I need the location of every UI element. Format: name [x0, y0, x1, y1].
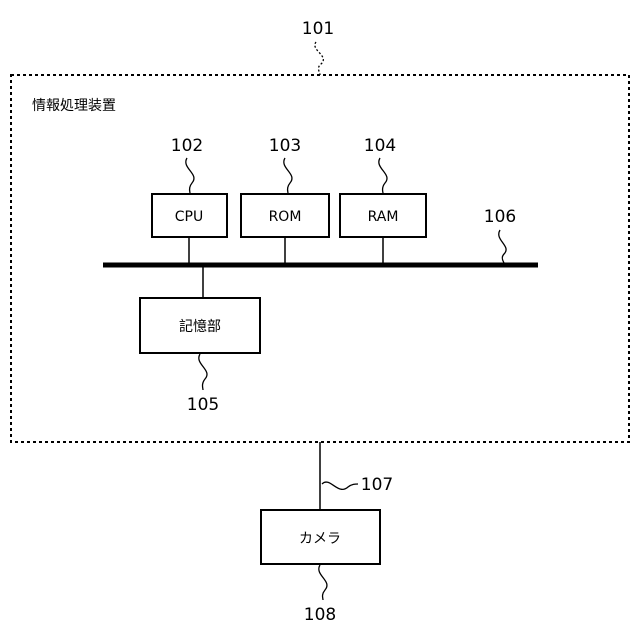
rom-ref-label: 103	[269, 136, 301, 156]
cpu-label: CPU	[175, 209, 203, 225]
ram-label: RAM	[368, 209, 399, 225]
cpu-ref-label: 102	[171, 136, 203, 156]
camera-leader-line	[319, 565, 327, 600]
cable-leader-line	[322, 482, 358, 489]
device-boundary	[11, 75, 629, 442]
cable-ref-label: 107	[361, 475, 393, 495]
bus-leader-line	[499, 230, 506, 263]
camera-ref-label: 108	[304, 605, 336, 625]
camera-label: カメラ	[299, 531, 341, 547]
device-ref-label: 101	[302, 19, 334, 39]
device-leader-line	[315, 42, 324, 75]
bus-ref-label: 106	[484, 207, 516, 227]
device-title: 情報処理装置	[32, 98, 116, 114]
ram-ref-label: 104	[364, 136, 396, 156]
rom-leader-line	[284, 158, 292, 193]
storage-leader-line	[199, 354, 207, 390]
storage-label: 記憶部	[179, 318, 221, 335]
rom-label: ROM	[269, 209, 302, 225]
ram-leader-line	[379, 158, 387, 193]
storage-ref-label: 105	[187, 395, 219, 415]
cpu-leader-line	[186, 158, 194, 193]
